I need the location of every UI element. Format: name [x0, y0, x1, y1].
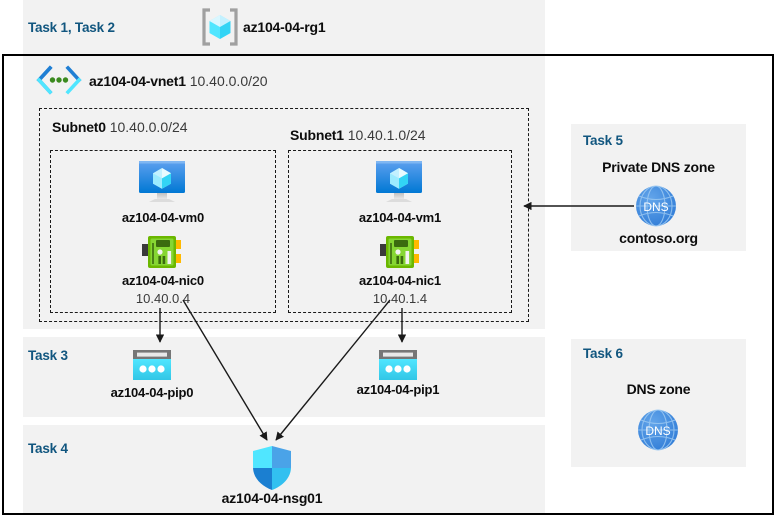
- public-ip-address-icon: [376, 348, 420, 384]
- network-security-group-shield-icon: [249, 444, 295, 492]
- task-label-1-2: Task 1, Task 2: [28, 20, 115, 35]
- subnet1-resource-box: [288, 150, 512, 313]
- private-dns-zone-name: contoso.org: [619, 230, 698, 246]
- private-dns-zone-heading: Private DNS zone: [602, 159, 715, 175]
- resource-group-header-panel: [23, 0, 545, 54]
- virtual-machine-icon: [372, 158, 426, 206]
- vm0-name: az104-04-vm0: [121, 210, 205, 225]
- resource-group-name: az104-04-rg1: [243, 19, 326, 35]
- subnet0-cidr: 10.40.0.0/24: [109, 119, 188, 135]
- pip0-name: az104-04-pip0: [110, 385, 194, 400]
- virtual-network-panel: [23, 56, 545, 329]
- nic0-name: az104-04-nic0: [122, 273, 204, 288]
- virtual-network-header: az104-04-vnet1 10.40.0.0/20: [89, 73, 268, 89]
- task-label-6: Task 6: [583, 346, 623, 361]
- subnet0-resource-box: [50, 150, 276, 313]
- dns-globe-icon: DNS: [634, 184, 678, 228]
- nic1-ip: 10.40.1.4: [372, 291, 428, 306]
- subnet1-cidr: 10.40.1.0/24: [347, 127, 426, 143]
- task-label-3: Task 3: [28, 348, 68, 363]
- network-interface-icon: [378, 233, 422, 271]
- task-label-5: Task 5: [583, 133, 623, 148]
- virtual-network-cidr: 10.40.0.0/20: [189, 73, 268, 89]
- pip1-name: az104-04-pip1: [356, 382, 440, 397]
- network-interface-icon: [140, 233, 184, 271]
- subnet1-header: Subnet1 10.40.1.0/24: [290, 127, 426, 143]
- virtual-network-name: az104-04-vnet1: [89, 73, 186, 89]
- resource-group-icon: [200, 7, 240, 47]
- subnet0-name: Subnet0: [52, 119, 106, 135]
- subnet0-header: Subnet0 10.40.0.0/24: [52, 119, 188, 135]
- nsg-name: az104-04-nsg01: [221, 490, 323, 506]
- task-label-4: Task 4: [28, 441, 68, 456]
- resource-group-boundary: [2, 54, 774, 515]
- public-ip-address-icon: [130, 348, 174, 384]
- nic0-ip: 10.40.0.4: [135, 291, 191, 306]
- virtual-network-icon: [36, 65, 82, 95]
- dns-globe-icon: DNS: [636, 408, 680, 452]
- dns-zone-heading: DNS zone: [626, 381, 691, 397]
- vm1-name: az104-04-vm1: [358, 210, 442, 225]
- dns-icon-text: DNS: [643, 200, 668, 214]
- nic1-name: az104-04-nic1: [359, 273, 441, 288]
- virtual-machine-icon: [135, 158, 189, 206]
- dns-icon-text: DNS: [645, 424, 670, 438]
- subnet1-name: Subnet1: [290, 127, 344, 143]
